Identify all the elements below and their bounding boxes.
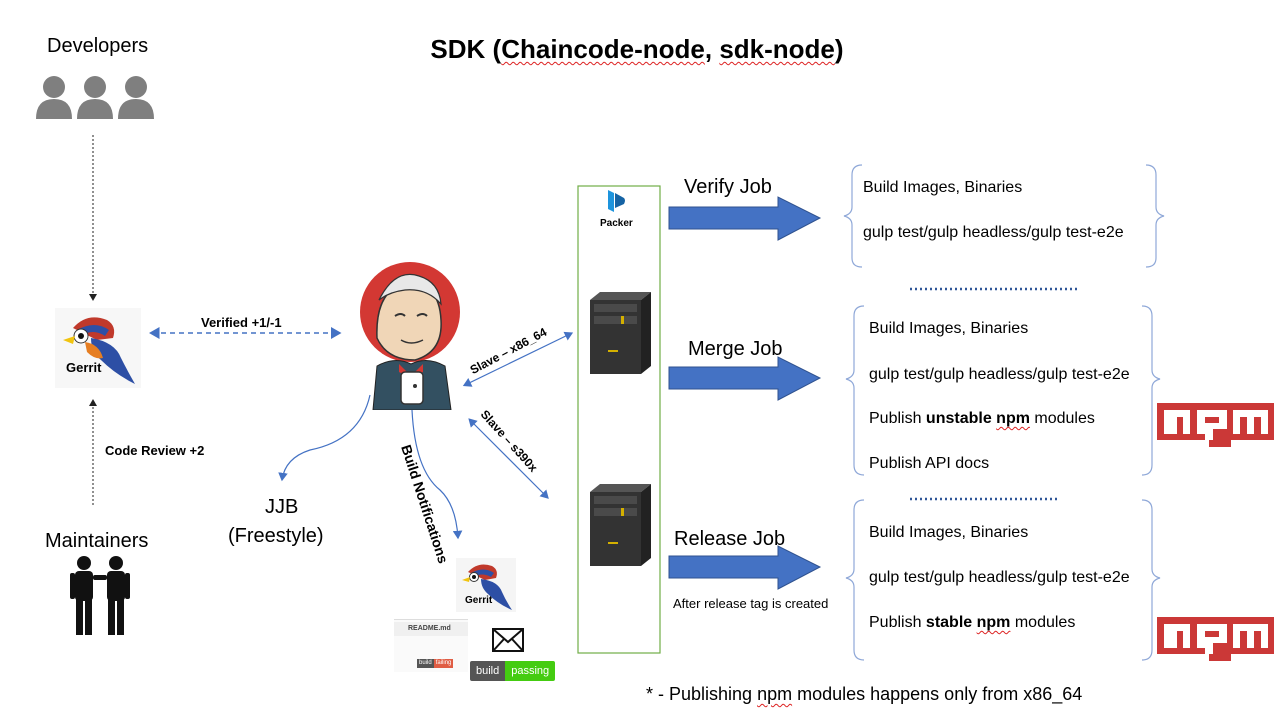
verify-job-arrow bbox=[668, 196, 822, 241]
title-part: , bbox=[704, 34, 720, 64]
text-part: modules bbox=[1010, 614, 1076, 631]
packer-label: Packer bbox=[600, 218, 633, 229]
server-icon bbox=[590, 484, 651, 566]
release-item: Build Images, Binaries bbox=[869, 524, 1029, 541]
text-part: Publish bbox=[869, 410, 926, 427]
verify-right-brace bbox=[1145, 164, 1165, 268]
person-icon bbox=[93, 556, 130, 635]
release-job-title: Release Job bbox=[674, 528, 786, 550]
maintainers-icon bbox=[70, 556, 130, 635]
text-part: npm bbox=[996, 410, 1030, 427]
verify-left-brace bbox=[843, 164, 863, 268]
envelope-icon bbox=[492, 628, 524, 652]
merge-right-brace bbox=[1141, 305, 1161, 476]
title-part: SDK ( bbox=[430, 34, 502, 64]
merge-item: Publish unstable npm modules bbox=[869, 410, 1095, 428]
slave-s390x-arrow bbox=[468, 418, 549, 499]
page-title: SDK (Chaincode-node, sdk-node) bbox=[0, 34, 1274, 65]
jjb-freestyle-label: (Freestyle) bbox=[228, 525, 324, 547]
text-part: modules bbox=[1029, 410, 1095, 427]
jenkins-jjb-arrow bbox=[278, 394, 371, 482]
slave-pool-box bbox=[577, 185, 661, 654]
release-note: After release tag is created bbox=[673, 596, 829, 611]
title-part: sdk-node bbox=[719, 34, 835, 64]
release-item: gulp test/gulp headless/gulp test-e2e bbox=[869, 569, 1130, 586]
release-left-brace bbox=[845, 499, 865, 661]
text-part: unstable bbox=[925, 410, 992, 427]
release-right-brace bbox=[1141, 499, 1161, 661]
maintainers-label: Maintainers bbox=[45, 530, 149, 552]
server-icon bbox=[590, 292, 651, 374]
text-part: * - Publishing bbox=[646, 684, 758, 704]
person-icon bbox=[36, 76, 72, 119]
gerrit-bird-icon bbox=[462, 564, 512, 610]
developers-icon-group bbox=[36, 76, 154, 119]
readme-title: README.md bbox=[394, 622, 468, 636]
code-review-label: Code Review +2 bbox=[105, 443, 205, 458]
text-part: stable bbox=[925, 614, 973, 631]
merge-item: Build Images, Binaries bbox=[869, 320, 1029, 337]
text-part: Publish bbox=[869, 614, 926, 631]
merge-job-arrow bbox=[668, 356, 822, 401]
gerrit-label: Gerrit bbox=[66, 360, 102, 375]
merge-item: Publish API docs bbox=[869, 455, 990, 472]
person-icon bbox=[70, 556, 93, 635]
badge-left: build bbox=[470, 661, 506, 681]
jenkins-notification-arrow bbox=[411, 409, 463, 540]
release-item: Publish stable npm modules bbox=[869, 614, 1075, 632]
footnote: * - Publishing npm modules happens only … bbox=[646, 684, 1082, 705]
merge-job-title: Merge Job bbox=[688, 338, 783, 360]
merge-item: gulp test/gulp headless/gulp test-e2e bbox=[869, 366, 1130, 383]
title-part: Chaincode-node bbox=[501, 34, 705, 64]
title-part: ) bbox=[834, 34, 844, 64]
npm-logo bbox=[1157, 617, 1274, 661]
packer-icon bbox=[608, 190, 625, 212]
slave-x86-arrow bbox=[462, 331, 574, 387]
release-job-arrow bbox=[668, 545, 822, 590]
gerrit-bird-icon bbox=[63, 317, 135, 384]
person-icon bbox=[77, 76, 113, 119]
jenkins-butler-icon bbox=[360, 262, 460, 410]
gerrit-small-label: Gerrit bbox=[465, 595, 493, 606]
verify-job-title: Verify Job bbox=[684, 176, 772, 198]
verified-label: Verified +1/-1 bbox=[201, 315, 282, 330]
verify-item: gulp test/gulp headless/gulp test-e2e bbox=[863, 224, 1124, 241]
badge-right: passing bbox=[505, 661, 556, 681]
text-part: npm bbox=[976, 614, 1011, 631]
gerrit-logo: Gerrit bbox=[55, 308, 141, 388]
badge-left: build bbox=[417, 659, 434, 668]
person-icon bbox=[118, 76, 154, 119]
badge-right: failing bbox=[433, 659, 454, 668]
verify-item: Build Images, Binaries bbox=[863, 179, 1023, 196]
developers-label: Developers bbox=[47, 35, 149, 57]
text-part: npm bbox=[757, 684, 793, 704]
npm-logo bbox=[1157, 403, 1274, 447]
merge-left-brace bbox=[845, 305, 865, 476]
text-part: modules happens only from x86_64 bbox=[792, 684, 1083, 704]
jjb-label: JJB bbox=[265, 496, 299, 518]
gerrit-small-logo: Gerrit bbox=[456, 558, 516, 612]
